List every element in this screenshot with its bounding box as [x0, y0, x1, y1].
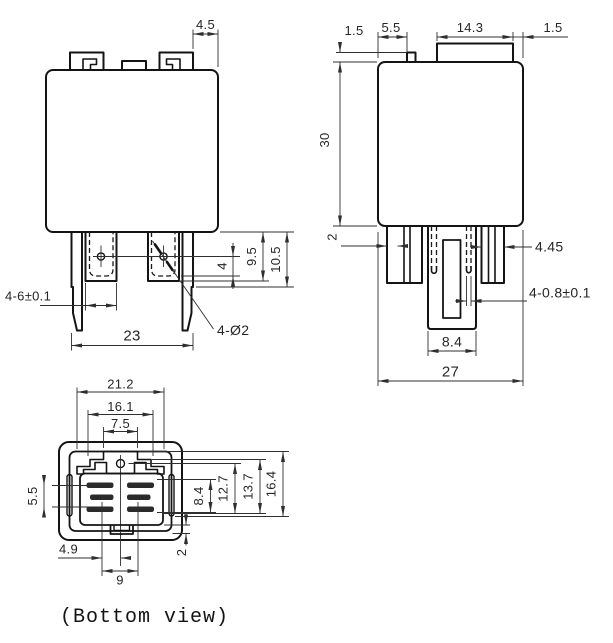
- bottom-terminal-slot: [90, 494, 114, 500]
- dim-label-side-tab-inset: 5.5: [382, 20, 401, 35]
- view-caption: (Bottom view): [60, 606, 229, 629]
- dim-label-bottom-step-height: 13.7: [241, 473, 256, 500]
- dim-label-front-pin-span: 23: [123, 328, 140, 345]
- side-body: [377, 61, 524, 227]
- dim-label-bottom-slot-offset: 4.9: [59, 542, 78, 557]
- front-tab-left: [69, 51, 105, 70]
- bottom-side-slot-right: [168, 473, 175, 517]
- dim-label-front-depth-inner: 9.5: [244, 247, 259, 266]
- bottom-terminal-slot: [86, 506, 114, 512]
- dim-label-bottom-width-flange: 21.2: [107, 377, 134, 392]
- bottom-terminal-slot: [86, 482, 114, 488]
- dim-label-front-hole-to-tip: 4: [215, 262, 230, 270]
- front-pin-outer-left: [70, 232, 83, 332]
- dim-label-side-pin-thickness: 2: [325, 233, 340, 241]
- dim-label-bottom-width-inner: 16.1: [107, 399, 134, 414]
- dim-label-side-tab-width: 14.3: [457, 20, 484, 35]
- side-pin-right: [480, 226, 505, 284]
- side-tab-large: [436, 42, 514, 62]
- front-tab-right-hook: [165, 58, 181, 70]
- side-view: 1.5 5.5 14.3 1.5 30 2 4.45 4-0.8±0.1 8.4: [317, 20, 591, 386]
- bottom-notch-outer: [109, 525, 134, 535]
- dim-label-front-holes: 4-Ø2: [217, 322, 249, 338]
- dim-label-side-edge-left: 1.5: [345, 23, 364, 38]
- front-view: 4.5 4-6±0.1 23 4 9.5 10.5 4-Ø2: [5, 17, 294, 351]
- bottom-side-slot-left: [66, 473, 73, 517]
- dim-label-bottom-slot-span: 9: [116, 573, 124, 588]
- dim-label-bottom-slot-field: 8.4: [191, 487, 206, 506]
- front-tab-middle: [121, 60, 147, 70]
- dim-label-bottom-slot-pitch: 5.5: [25, 487, 40, 506]
- dim-label-bottom-total-height: 16.4: [264, 471, 279, 498]
- dim-label-side-post-width: 8.4: [442, 334, 462, 350]
- bottom-terminal-slot: [127, 506, 154, 512]
- bottom-notch-inner: [113, 525, 131, 532]
- dim-label-side-blade-thickness: 4-0.8±0.1: [529, 285, 591, 301]
- dim-label-side-edge-right: 1.5: [544, 20, 563, 35]
- bottom-terminal-slot: [127, 494, 151, 500]
- side-blade-left-tip: [430, 266, 438, 275]
- side-blade-right-tip: [465, 266, 472, 274]
- front-hole-leader-marks: [153, 243, 174, 272]
- dim-label-front-terminal-width: 4-6±0.1: [5, 289, 51, 304]
- dim-label-bottom-width-top: 7.5: [111, 416, 130, 431]
- dim-label-side-body-height: 30: [317, 132, 332, 147]
- dim-label-front-depth-outer: 10.5: [268, 246, 283, 273]
- bottom-view: 21.2 16.1 7.5 5.5 4.9 9 2 8.4: [25, 377, 289, 588]
- front-hole-leader: [152, 240, 214, 330]
- front-body: [45, 69, 219, 233]
- front-pin-outer-right: [181, 232, 194, 332]
- side-center-post: [427, 226, 477, 330]
- dim-label-side-pin-width: 4.45: [535, 239, 563, 255]
- dim-label-bottom-center-height: 12.7: [216, 475, 231, 502]
- front-tab-right: [158, 51, 194, 70]
- dim-label-side-body-width: 27: [442, 364, 459, 381]
- front-terminal-left-hidden-outline: [88, 232, 114, 277]
- bottom-terminal-block: [79, 472, 164, 526]
- bottom-terminal-slot: [127, 482, 154, 488]
- dim-label-bottom-notch: 2: [174, 549, 189, 557]
- front-tab-left-hook: [82, 58, 98, 70]
- side-tab-small: [406, 51, 417, 62]
- side-center-slot: [442, 239, 462, 319]
- front-terminal-right-hidden-outline: [150, 232, 176, 277]
- dim-label-front-tab-offset: 4.5: [196, 17, 215, 32]
